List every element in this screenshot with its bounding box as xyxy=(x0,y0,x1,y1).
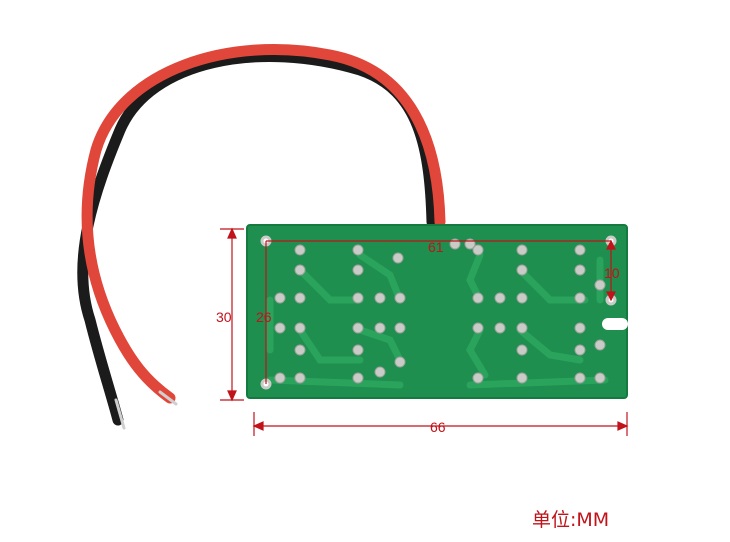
solder-pads xyxy=(274,238,606,384)
dimension-10: 10 xyxy=(604,265,620,281)
red-wire xyxy=(81,44,446,404)
dimension-lines xyxy=(220,227,629,436)
red-wire-tip xyxy=(158,390,178,406)
pcb-board xyxy=(246,224,628,399)
power-wires xyxy=(77,44,446,430)
dimension-61: 61 xyxy=(428,239,444,255)
unit-label: 单位:MM xyxy=(532,509,610,531)
dimension-30: 30 xyxy=(216,309,232,325)
board-slot xyxy=(602,318,628,330)
black-wire-tip xyxy=(114,398,126,430)
dimension-66: 66 xyxy=(430,419,446,435)
dimension-26: 26 xyxy=(256,309,272,325)
